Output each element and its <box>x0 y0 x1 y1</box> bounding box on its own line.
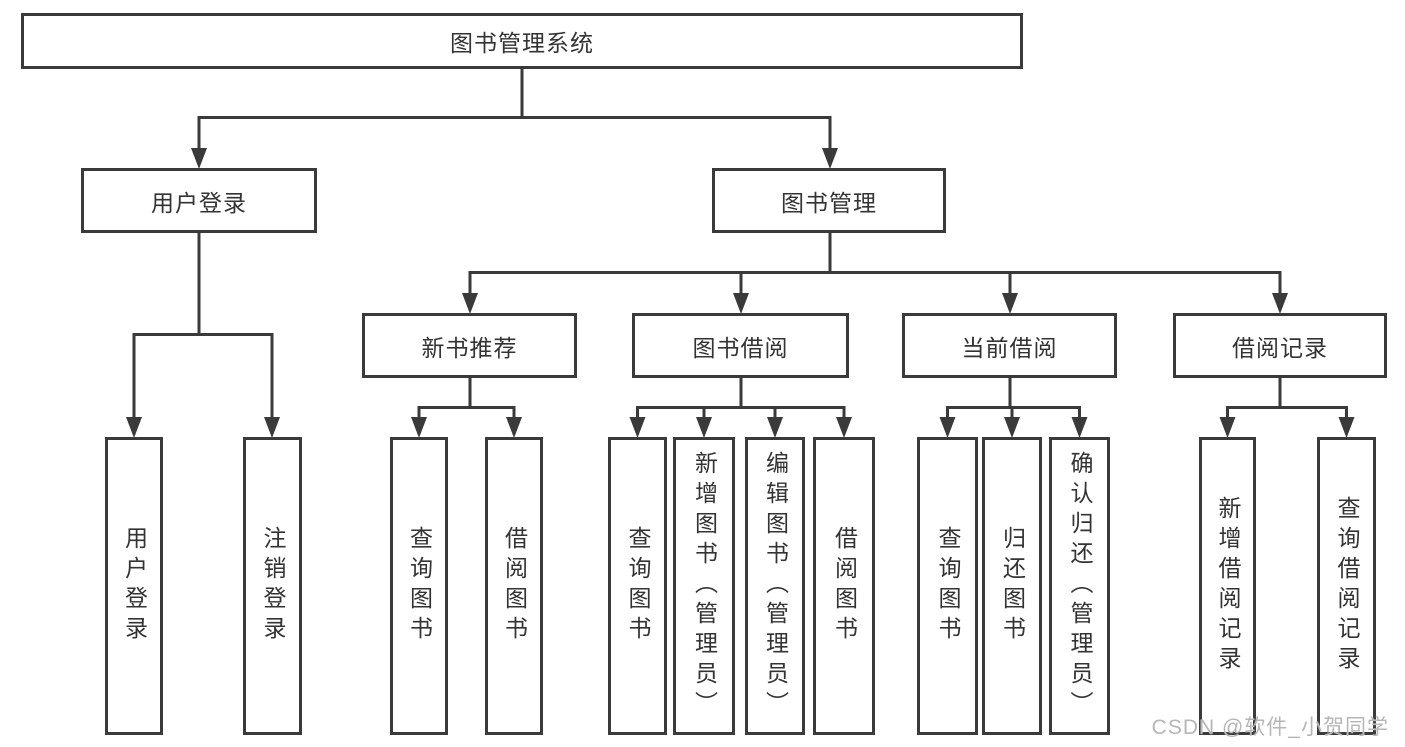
node-book-management: 图书管理 <box>712 168 946 233</box>
csdn-watermark: CSDN @软件_小贺同学 <box>1151 716 1389 739</box>
node-confirm-return-admin: 确认归还（管理员） <box>1049 437 1110 735</box>
node-edit-books-admin: 编辑图书（管理员） <box>745 437 805 735</box>
node-logout: 注销登录 <box>243 437 302 735</box>
node-borrowing-records: 借阅记录 <box>1173 313 1387 378</box>
node-query-books-recommend: 查询图书 <box>390 437 448 735</box>
node-query-borrow-record: 查询借阅记录 <box>1317 437 1376 735</box>
node-query-books-current: 查询图书 <box>917 437 978 735</box>
node-add-borrow-record: 新增借阅记录 <box>1199 437 1256 735</box>
node-new-book-recommendation: 新书推荐 <box>362 313 577 378</box>
node-return-books: 归还图书 <box>982 437 1042 735</box>
node-book-management-system: 图书管理系统 <box>21 13 1023 69</box>
node-current-borrowing: 当前借阅 <box>902 313 1117 378</box>
node-user-login-leaf: 用户登录 <box>105 437 163 735</box>
node-borrow-books-recommend: 借阅图书 <box>485 437 543 735</box>
node-user-login: 用户登录 <box>81 168 317 233</box>
node-add-books-admin: 新增图书（管理员） <box>673 437 735 735</box>
node-query-books-borrowing: 查询图书 <box>608 437 667 735</box>
node-book-borrowing: 图书借阅 <box>632 313 849 378</box>
node-borrow-books: 借阅图书 <box>813 437 875 735</box>
